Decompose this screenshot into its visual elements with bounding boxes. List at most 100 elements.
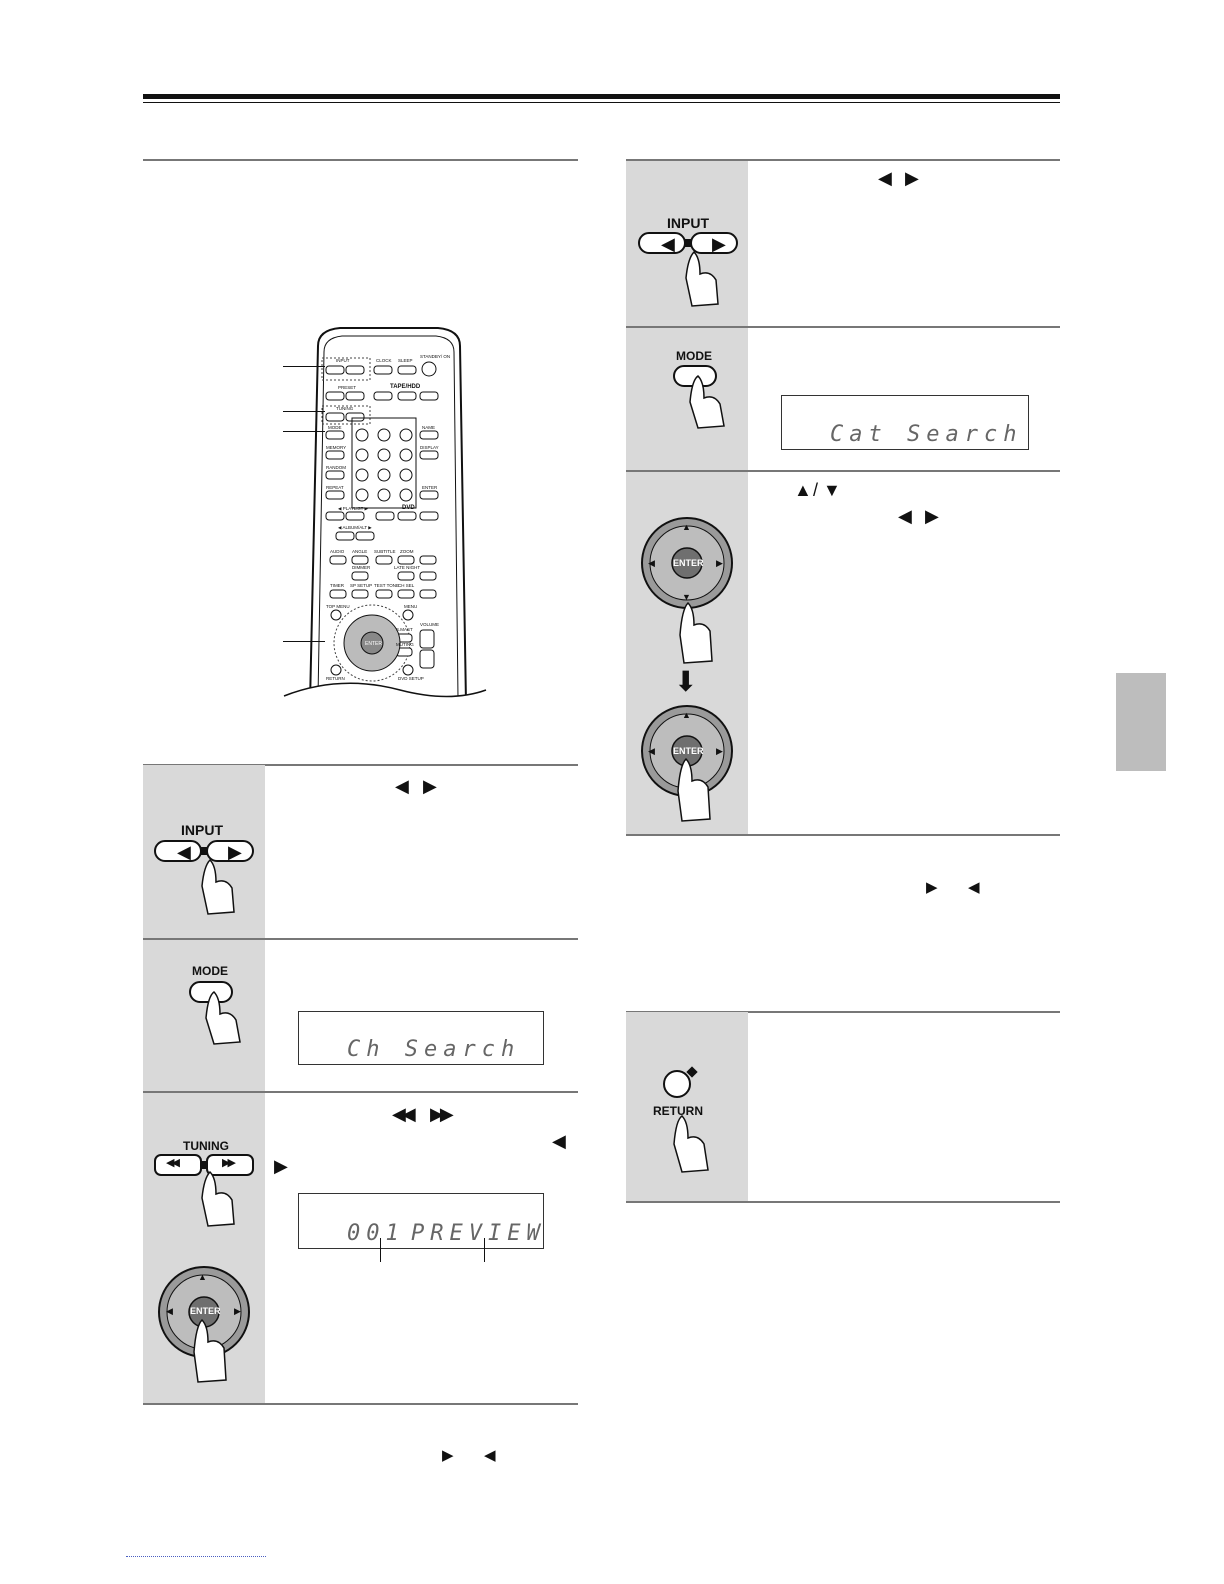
header-rule-thin (143, 102, 1060, 103)
remote-label-volume: VOLUME (420, 622, 439, 627)
mode-hand-icon (189, 981, 241, 1045)
mode-button-right[interactable] (670, 362, 740, 432)
rstep3-sep: / (813, 480, 819, 500)
remote-label-testtone: TEST TONE (374, 583, 399, 588)
remote-label-chsel: CH SEL (398, 583, 415, 588)
rstep1-left-arrow-icon: ◀ (878, 168, 892, 188)
bottom-right-right-arrow-icon: ▶ (926, 879, 938, 896)
enter-pad-left[interactable] (158, 1266, 252, 1386)
mode-button[interactable] (186, 978, 256, 1048)
remote-label-angle: ANGLE (352, 549, 367, 554)
cat-search-display: Cat Search (781, 395, 1029, 450)
remote-illustration: INPUT CLOCK SLEEP STANDBY/ ON PRESET TAP… (280, 318, 490, 718)
remote-label-return: RETURN (326, 676, 345, 681)
input-right-arrow-icon: ▶ (228, 842, 242, 862)
preview-callout-1 (380, 1238, 381, 1262)
rstep3-up-arrow-icon: ▲ (794, 480, 812, 500)
chapter-side-tab (1116, 673, 1166, 771)
right-step-rule-1 (626, 326, 1060, 328)
enter-up-icon-left: ▲ (198, 1272, 207, 1282)
pad2-up-icon: ▲ (682, 710, 691, 720)
remote-label-spsetup: SP SETUP (350, 583, 372, 588)
remote-label-dimmer: DIMMER (352, 565, 371, 570)
remote-label-enter: ENTER (422, 485, 438, 490)
remote-label-muting: MUTING (396, 642, 414, 647)
return-hand (666, 1114, 722, 1174)
step1-left-arrow-icon: ◀ (395, 776, 409, 796)
pad1-left-icon: ◀ (648, 558, 655, 568)
remote-label-sleep: SLEEP (398, 358, 413, 363)
mode-label-right: MODE (676, 349, 712, 363)
return-button-icon (663, 1066, 698, 1098)
remote-label-random: RANDOM (326, 465, 346, 470)
remote-label-topmenu: TOP MENU (326, 604, 350, 609)
ch-search-display: Ch Search (298, 1011, 544, 1065)
remote-label-name: NAME (422, 425, 435, 430)
input-button-group-right[interactable] (638, 230, 738, 310)
pad1-down-icon: ▼ (682, 592, 691, 602)
remote-label-repeat: REPEAT (326, 485, 344, 490)
tuning-ffw-icon: ▶▶ (222, 1157, 236, 1169)
return-step-bottom-rule (626, 1201, 1060, 1203)
enter-label-left: ENTER (190, 1306, 221, 1316)
preview-display: 001 PREVIEW (298, 1193, 544, 1249)
input-right-arrow-icon-right: ▶ (712, 234, 726, 254)
remote-label-standby: STANDBY/ ON (420, 354, 450, 359)
input-label-right: INPUT (667, 215, 709, 231)
enter-pad-press[interactable] (640, 703, 734, 823)
enter-label-press: ENTER (673, 746, 704, 756)
left-step-rule-1 (143, 938, 578, 940)
rstep3-down-arrow-icon: ▼ (823, 480, 841, 500)
left-step-rule-2 (143, 1091, 578, 1093)
tuning-rew-icon: ◀◀ (166, 1157, 180, 1169)
remote-label-dvd: DVD (402, 505, 415, 511)
remote-label-album: ◀ ALBUM/ALT ▶ (338, 525, 372, 530)
left-section-rule (143, 159, 578, 161)
right-section-rule (626, 159, 1060, 161)
callout-line-input (283, 366, 325, 367)
enter-pad-down[interactable] (640, 515, 734, 665)
input-button-group[interactable] (154, 838, 254, 918)
enter-pad-press-hand-icon (641, 705, 733, 822)
tuning-hand-icon (154, 1154, 254, 1227)
remote-label-input: INPUT (336, 358, 350, 363)
right-steps-bottom-rule (626, 834, 1060, 836)
preview-callout-2 (484, 1238, 485, 1262)
callout-line-tuning (283, 411, 325, 412)
remote-icon: INPUT CLOCK SLEEP STANDBY/ ON PRESET TAP… (283, 327, 487, 718)
remote-label-preset: PRESET (338, 385, 356, 390)
tuning-button-group[interactable] (154, 1152, 254, 1228)
remote-label-playlist: ◀ PLAYLIST ▶ (338, 506, 369, 511)
remote-label-timer: TIMER (330, 583, 345, 588)
pad1-up-icon: ▲ (682, 522, 691, 532)
input-left-right-icon (154, 840, 254, 915)
left-steps-top-rule (143, 764, 578, 766)
bottom-left-right-arrow-icon: ▶ (442, 1447, 454, 1464)
enter-pad-hand-icon (158, 1266, 250, 1383)
step1-right-arrow-icon: ▶ (423, 776, 437, 796)
cat-search-text: Cat Search (830, 422, 1023, 447)
remote-label-tape: TAPE/HDD (390, 384, 421, 390)
callout-line-mode (283, 431, 325, 432)
footer-link-underline (126, 1556, 266, 1558)
input-left-right-icon-right (638, 232, 738, 307)
remote-label-smart: S.MAST (396, 627, 413, 632)
remote-label-enterpad: ENTER (365, 641, 382, 647)
hand-icon (673, 1115, 709, 1173)
mode-label: MODE (192, 964, 228, 978)
remote-label-menu: MENU (404, 604, 417, 609)
remote-label-latenight: LATE NIGHT (394, 565, 420, 570)
enter-pad-down-hand-icon (641, 517, 733, 664)
preview-word: PREVIEW (411, 1221, 546, 1246)
return-button[interactable] (660, 1064, 710, 1104)
input-left-arrow-icon: ◀ (177, 842, 191, 862)
return-label: RETURN (653, 1104, 703, 1118)
pad2-right-icon: ▶ (716, 746, 723, 756)
return-step-top-rule (626, 1011, 1060, 1013)
pad1-right-icon: ▶ (716, 558, 723, 568)
step3-left-arrow-icon: ◀ (552, 1131, 566, 1151)
bottom-left-left-arrow-icon: ◀ (484, 1447, 496, 1464)
enter-right-icon-left: ▶ (234, 1306, 241, 1316)
bottom-right-left-arrow-icon: ◀ (968, 879, 980, 896)
remote-label-clock: CLOCK (376, 358, 392, 363)
